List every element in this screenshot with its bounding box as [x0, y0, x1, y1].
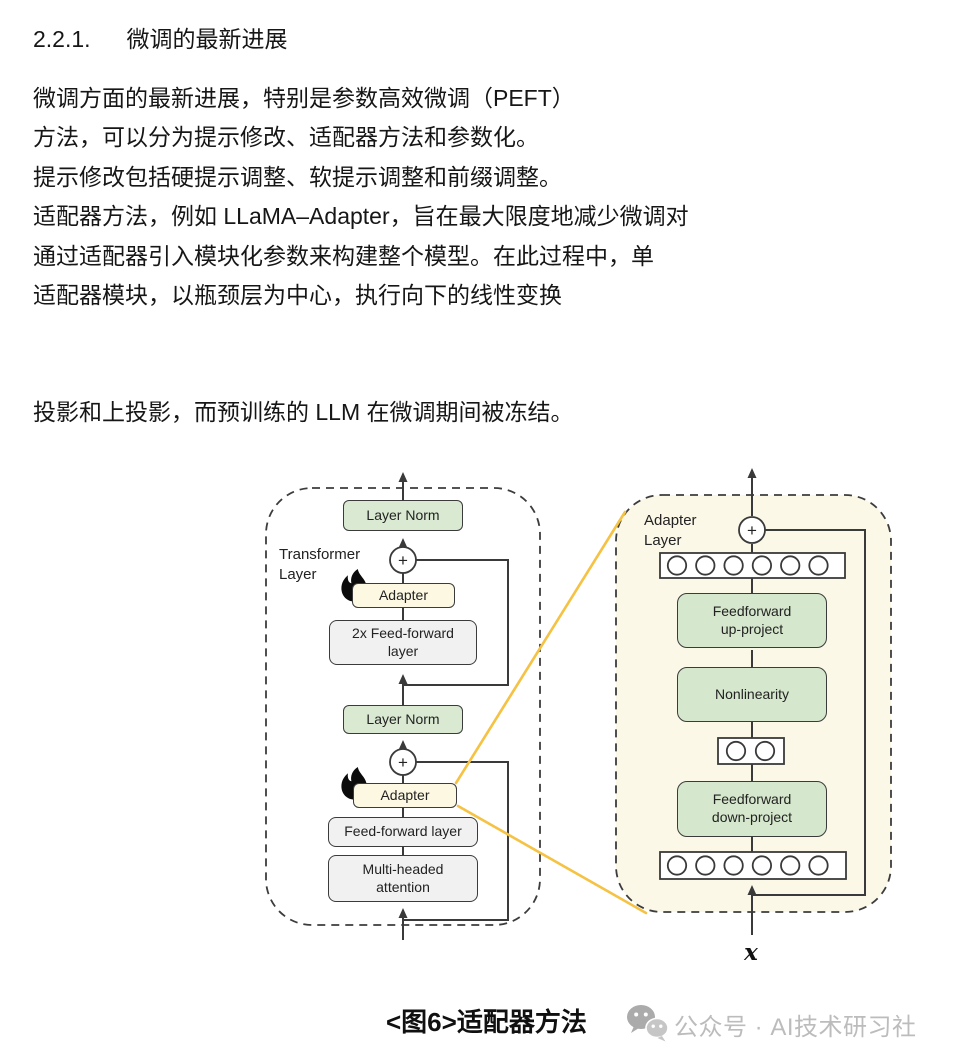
box-multi-headed-attention: Multi-headed attention	[328, 855, 478, 902]
label-line: Transformer	[279, 546, 361, 563]
box-layer-norm-bottom: Layer Norm	[343, 705, 463, 734]
plus-circle-icon: +	[389, 546, 417, 574]
box-feedforward-layer: Feed-forward layer	[328, 817, 478, 847]
zoom-callout-lines	[454, 510, 648, 915]
box-feedforward-up-project: Feedforward up-project	[677, 593, 827, 648]
box-label: Layer Norm	[366, 506, 440, 523]
box-layer-norm-top: Layer Norm	[343, 500, 463, 531]
paragraph-block: 微调方面的最新进展，特别是参数高效微调（PEFT） 方法，可以分为提示修改、适配…	[33, 79, 689, 315]
plus-glyph: +	[747, 521, 757, 540]
label-line: Adapter	[644, 512, 697, 529]
box-adapter-top: Adapter	[352, 583, 455, 608]
text-line: 适配器模块，以瓶颈层为中心，执行向下的线性变换	[33, 282, 562, 309]
box-label: Layer Norm	[366, 710, 440, 727]
box-label: Adapter	[378, 586, 429, 603]
text-line: 提示修改包括硬提示调整、软提示调整和前缀调整。	[33, 163, 562, 190]
plus-glyph: +	[398, 753, 408, 772]
watermark-text: 公众号 · AI技术研习社	[674, 1014, 917, 1041]
neuron-row-top	[659, 552, 846, 579]
box-nonlinearity: Nonlinearity	[677, 667, 827, 722]
box-label: Multi-headed	[362, 860, 444, 877]
label-line: Layer	[644, 531, 682, 549]
section-heading: 2.2.1. 微调的最新进展	[33, 20, 288, 54]
text-line: 适配器方法，例如 LLaMA–Adapter，旨在最大限度地减少微调对	[33, 203, 689, 230]
input-x-label: x	[743, 939, 758, 966]
box-label: Feed-forward layer	[344, 823, 462, 840]
box-label: layer	[387, 642, 419, 659]
box-label: down-project	[711, 809, 793, 825]
neuron-row-bottleneck	[717, 737, 785, 765]
box-label: attention	[376, 878, 430, 895]
box-label: up-project	[720, 620, 784, 637]
text-line: 通过适配器引入模块化参数来构建整个模型。在此过程中，单	[33, 242, 654, 269]
label-line: Layer	[279, 565, 317, 583]
plus-circle-icon: +	[389, 748, 417, 776]
plus-circle-icon: +	[738, 516, 766, 544]
box-label: Nonlinearity	[715, 685, 789, 702]
box-label: Feedforward	[712, 602, 792, 619]
neuron-row-bottom	[659, 851, 847, 880]
text-line: 投影和上投影，而预训练的 LLM 在微调期间被冻结。	[33, 399, 574, 425]
box-label: Adapter	[380, 786, 430, 803]
section-title: 微调的最新进展	[126, 26, 288, 52]
box-feedforward-down-project: Feedforward down-project	[677, 781, 827, 837]
adapter-connector-lines	[747, 468, 866, 935]
box-adapter-bottom: Adapter	[353, 783, 457, 808]
adapter-layer-label: Adapter Layer	[644, 511, 697, 551]
plus-glyph: +	[398, 551, 408, 570]
section-number: 2.2.1.	[33, 26, 91, 52]
transformer-layer-label: Transformer Layer	[279, 545, 360, 585]
box-label: 2x Feed-forward	[352, 624, 454, 641]
box-feedforward-2x: 2x Feed-forward layer	[329, 620, 477, 665]
box-label: Feedforward	[712, 791, 792, 808]
figure-caption: <图6>适配器方法	[386, 1007, 587, 1037]
text-line: 方法，可以分为提示修改、适配器方法和参数化。	[33, 124, 539, 151]
wechat-icon	[627, 1005, 669, 1042]
text-line: 微调方面的最新进展，特别是参数高效微调（PEFT）	[33, 85, 575, 111]
